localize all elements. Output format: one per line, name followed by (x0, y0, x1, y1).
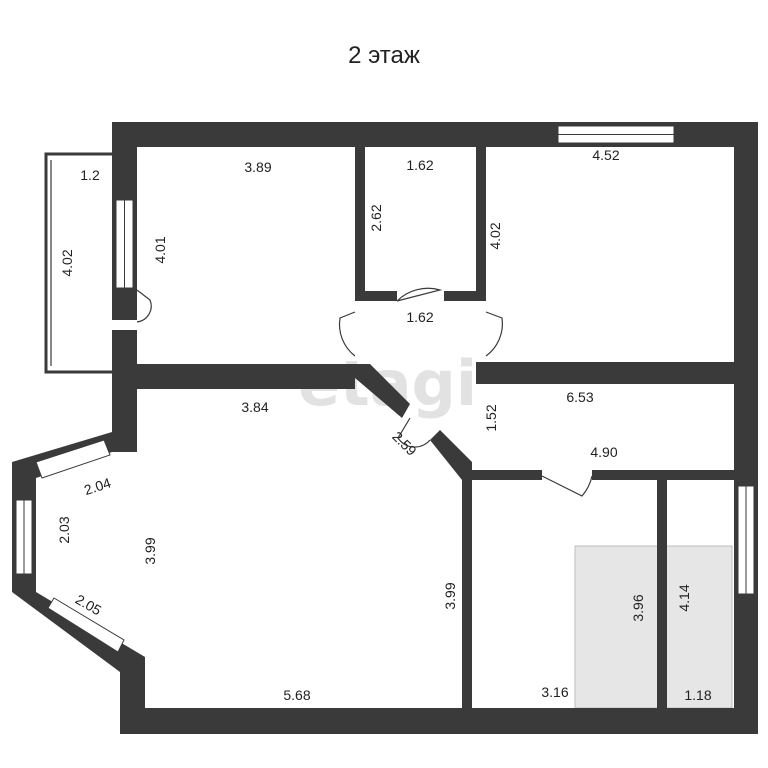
dim-room-bottom-height: 3.96 (630, 594, 646, 621)
dim-small-room-width: 1.62 (406, 157, 433, 173)
dim-bay-side: 2.03 (56, 516, 72, 543)
dim-living-height-left: 3.99 (142, 537, 158, 564)
dim-corridor-bottom: 4.90 (590, 444, 617, 460)
dim-narrow-room-height: 4.14 (676, 584, 692, 611)
dim-living-height-right: 3.99 (442, 582, 458, 609)
dim-balcony-length: 4.02 (59, 249, 75, 276)
dim-living-bottom-width: 5.68 (283, 687, 310, 703)
dim-room-bottom-width: 3.16 (541, 684, 568, 700)
dim-corridor-height: 1.52 (483, 404, 499, 431)
balcony (44, 152, 112, 374)
door-swings (136, 287, 593, 497)
dim-small-room-height: 2.62 (368, 204, 384, 231)
dim-hall-diagonal: 2.59 (389, 428, 420, 459)
windows (15, 125, 755, 653)
dim-living-top-width: 3.84 (241, 399, 268, 415)
floor-title: 2 этаж (348, 42, 420, 69)
dim-narrow-room-width: 1.18 (684, 687, 711, 703)
dim-bedroom-right-height: 4.02 (487, 222, 503, 249)
dim-balcony-width: 1.2 (80, 167, 100, 183)
dim-hall-top-width: 1.62 (406, 309, 433, 325)
interior-walls (137, 147, 734, 708)
dim-bedroom-top-height: 4.01 (152, 236, 168, 263)
dim-bedroom-right-width: 4.52 (592, 147, 619, 163)
stair-area (574, 545, 733, 709)
dim-bay-upper: 2.04 (82, 474, 113, 498)
dim-corridor-length: 6.53 (566, 389, 593, 405)
dim-bedroom-top-width: 3.89 (244, 159, 271, 175)
